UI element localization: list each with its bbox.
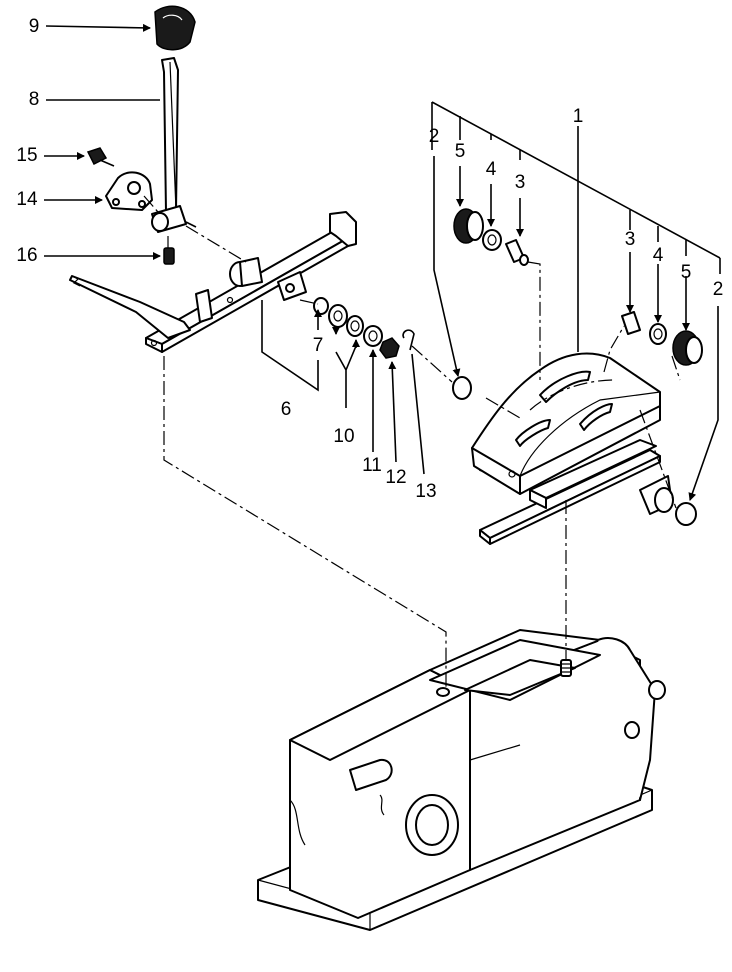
set-screw-16 (163, 247, 175, 265)
washer-4a (482, 229, 502, 251)
callout-9: 9 (29, 16, 40, 37)
callout-7: 7 (313, 335, 324, 356)
washer-10a (328, 304, 348, 328)
callout-5-left: 5 (455, 141, 466, 162)
shift-gate-housing (452, 352, 697, 545)
callout-leaders (44, 23, 721, 501)
callout-labels: 1 2 2 3 3 4 4 5 5 6 7 8 9 10 11 12 13 14… (16, 16, 723, 502)
callout-8: 8 (29, 89, 40, 110)
transmission-housing (257, 629, 666, 931)
callout-3-left: 3 (515, 172, 526, 193)
lever-knob (154, 5, 196, 51)
callout-14: 14 (16, 189, 38, 210)
pivot-bracket (105, 171, 153, 211)
washer-10b (346, 315, 364, 337)
callout-6: 6 (281, 399, 292, 420)
assembly-lines (143, 195, 681, 690)
callout-4-left: 4 (486, 159, 497, 180)
gear-parts-right (621, 311, 703, 366)
nut-12 (379, 337, 400, 359)
callout-13: 13 (415, 481, 436, 502)
screw-3b (621, 311, 641, 335)
bushing-7 (313, 297, 329, 315)
callout-3-right: 3 (625, 229, 636, 250)
shift-rail-assembly (69, 211, 357, 353)
callout-10: 10 (333, 426, 354, 447)
washer-11 (363, 325, 383, 347)
callout-5-right: 5 (681, 262, 692, 283)
shift-lever-rod (151, 57, 197, 233)
callout-1: 1 (573, 106, 584, 127)
callout-12: 12 (385, 467, 406, 488)
callout-2-right: 2 (713, 279, 724, 300)
callout-2-left: 2 (429, 126, 440, 147)
callout-16: 16 (16, 245, 37, 266)
callout-11: 11 (362, 455, 382, 476)
washer-stack (313, 297, 415, 359)
bolt-15 (86, 147, 115, 167)
callout-4-right: 4 (653, 245, 664, 266)
cotter-pin-13 (402, 329, 415, 351)
gear-parts-upper-left (453, 208, 529, 266)
callout-15: 15 (16, 145, 37, 166)
washer-4b (649, 323, 667, 345)
